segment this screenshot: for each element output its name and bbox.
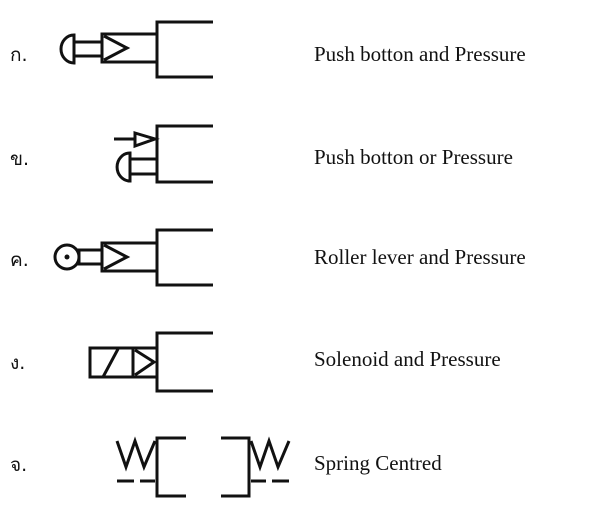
item-label: จ. bbox=[10, 454, 28, 476]
item-description: Roller lever and Pressure bbox=[314, 245, 526, 269]
push-button-or-pressure-symbol bbox=[114, 124, 213, 184]
item-label: ข. bbox=[10, 148, 30, 170]
item-label: ค. bbox=[10, 249, 29, 271]
push-button-and-pressure-symbol bbox=[59, 20, 213, 79]
roller-lever-and-pressure-symbol bbox=[53, 228, 213, 287]
item-description: Push botton or Pressure bbox=[314, 145, 513, 169]
item-description: Solenoid and Pressure bbox=[314, 347, 501, 371]
item-description: Push botton and Pressure bbox=[314, 42, 526, 66]
item-label: ง. bbox=[10, 352, 26, 374]
spring-centred-symbol bbox=[115, 436, 291, 498]
solenoid-and-pressure-symbol bbox=[88, 331, 213, 393]
item-label: ก. bbox=[10, 44, 28, 66]
item-description: Spring Centred bbox=[314, 451, 442, 475]
